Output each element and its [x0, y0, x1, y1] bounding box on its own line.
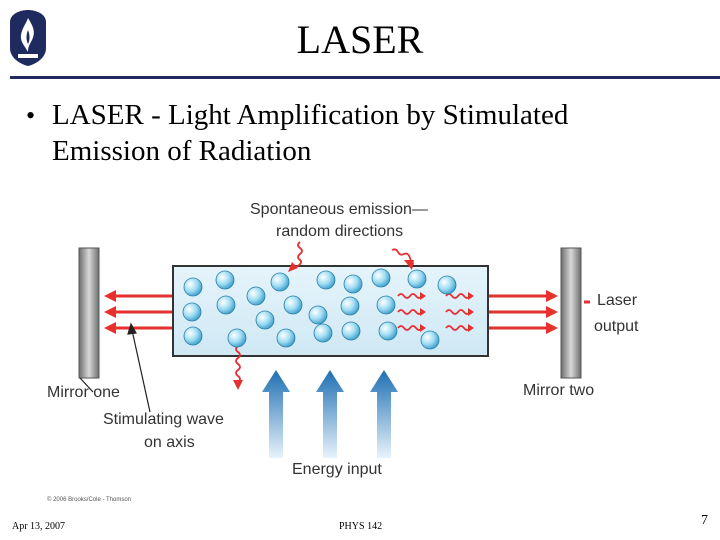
laser-output-label-2: output [594, 318, 639, 335]
atom [407, 269, 427, 289]
laser-output-label: Laser [597, 292, 638, 309]
bullet-text: LASER - Light Amplification by Stimulate… [52, 99, 569, 167]
title-divider [10, 76, 720, 79]
atom [437, 275, 457, 295]
atom [215, 270, 235, 290]
atom [341, 321, 361, 341]
spontaneous-emission-squiggles [233, 241, 415, 390]
atom [313, 323, 333, 343]
footer-date: Apr 13, 2007 [12, 521, 66, 532]
spontaneous-emission-label-2: random directions [276, 223, 403, 240]
pointer-lines [79, 322, 151, 413]
atom [227, 328, 247, 348]
atom [340, 296, 360, 316]
page-number: 7 [701, 513, 708, 528]
atom [316, 270, 336, 290]
atom [283, 295, 303, 315]
atoms [182, 268, 457, 350]
atom [182, 302, 202, 322]
left-beam-arrows [104, 290, 172, 334]
energy-input-label: Energy input [292, 461, 382, 478]
stimulating-wave-label: Stimulating wave [103, 411, 224, 428]
mirror-one-label: Mirror one [47, 384, 120, 401]
image-credit: © 2006 Brooks/Cole - Thomson [47, 496, 131, 503]
right-beam-arrows [489, 290, 558, 334]
stimulated-wave-squiggles [397, 292, 474, 332]
atom [376, 295, 396, 315]
atom [420, 330, 440, 350]
atom [343, 274, 363, 294]
laser-output-arrows [584, 300, 590, 304]
mirror-two-label: Mirror two [523, 382, 594, 399]
mirror-one [78, 247, 100, 379]
atom [270, 272, 290, 292]
energy-input-arrows [262, 370, 398, 458]
atom [216, 295, 236, 315]
atom [371, 268, 391, 288]
atom [183, 277, 203, 297]
atom [378, 321, 398, 341]
atom [276, 328, 296, 348]
university-shield-logo-icon [10, 10, 46, 66]
bullet-marker: • [26, 101, 36, 130]
atom [255, 310, 275, 330]
atom [183, 326, 203, 346]
mirror-two [560, 247, 582, 379]
slide-title: LASER [296, 17, 424, 62]
spontaneous-emission-label: Spontaneous emission— [250, 201, 428, 218]
atom [308, 305, 328, 325]
atom [246, 286, 266, 306]
footer-course: PHYS 142 [339, 521, 383, 532]
stimulating-wave-label-2: on axis [144, 434, 195, 451]
